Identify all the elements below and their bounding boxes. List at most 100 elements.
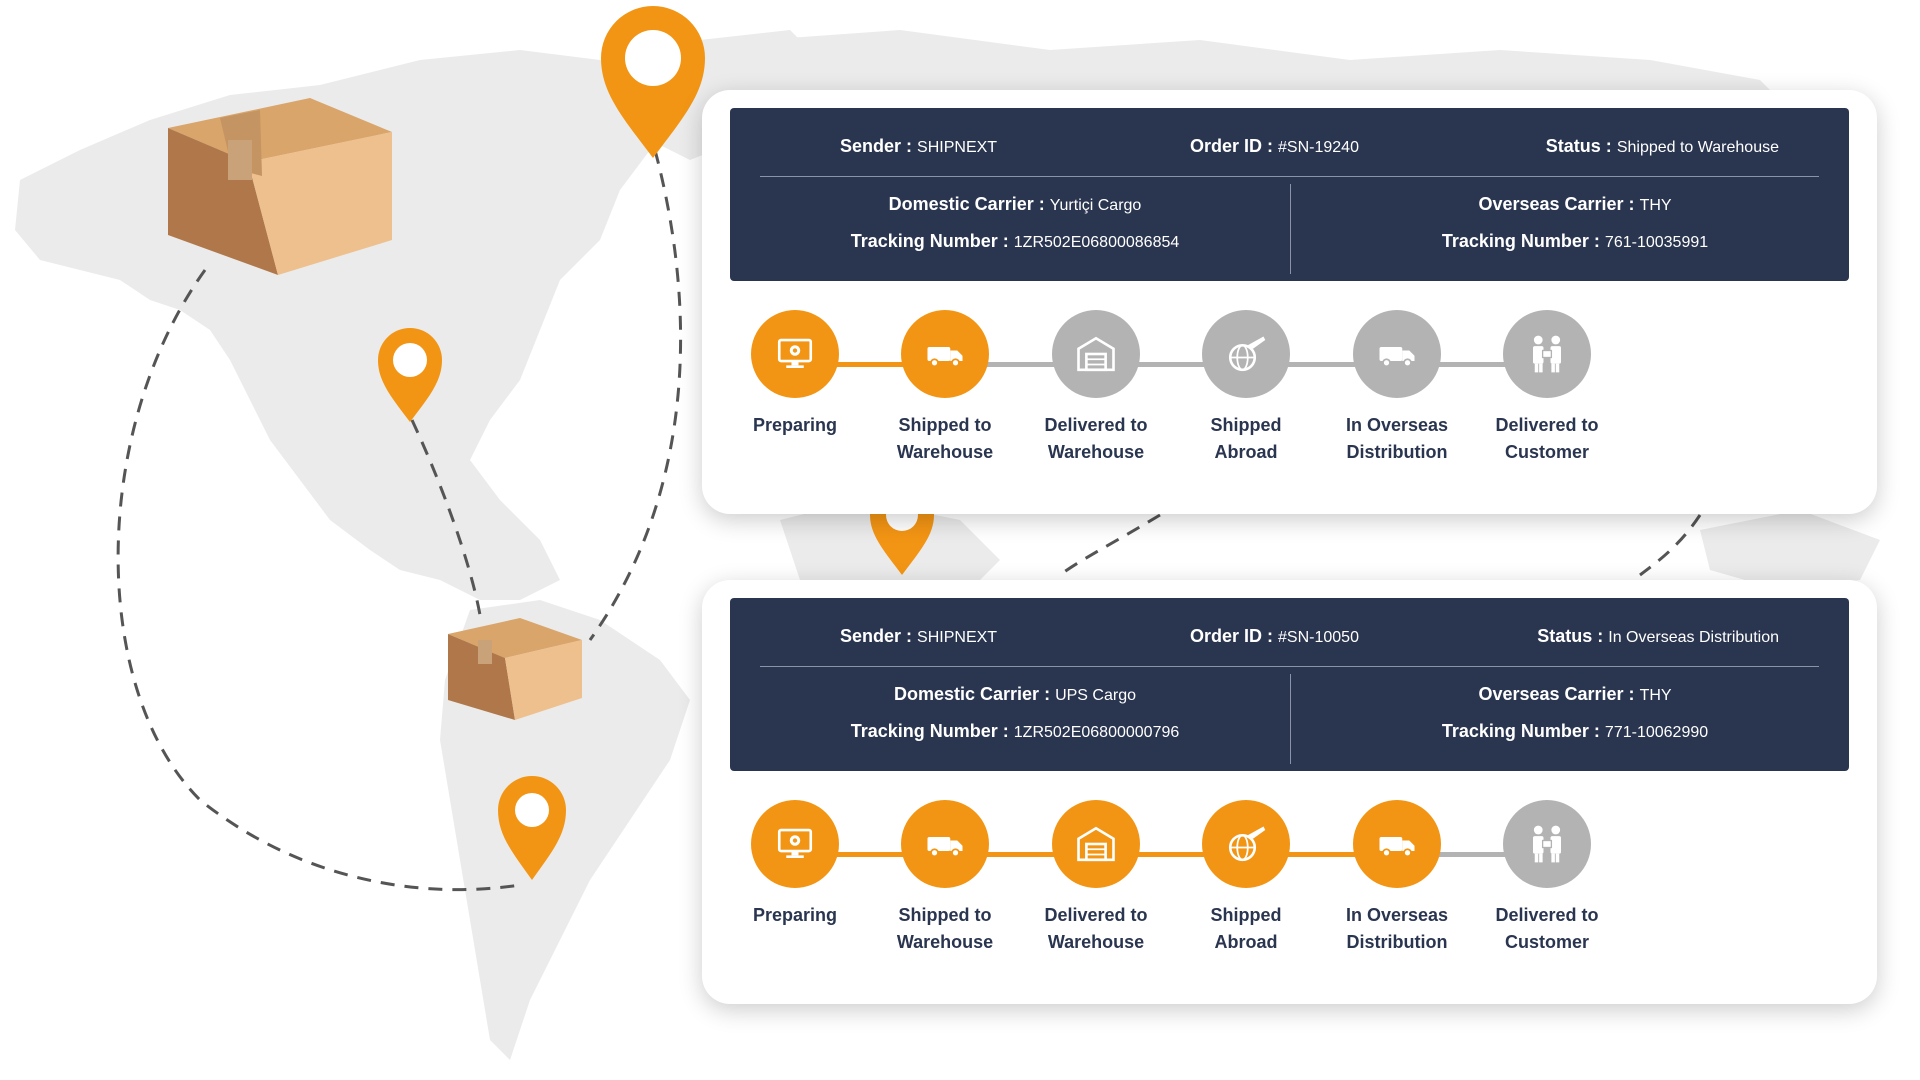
route-lines [116,149,1702,892]
order-id-value: #SN-19240 [1278,139,1359,156]
step-label: Preparing [710,412,880,439]
divider [1290,184,1291,274]
order-id-label: Order ID : [1190,626,1274,646]
order-info-panel: Sender : SHIPNEXT Order ID : #SN-19240 S… [730,108,1849,281]
progress-step: Shipped to Warehouse [860,800,1030,956]
truck-icon [927,347,963,368]
progress-connector [1427,852,1517,857]
route-line-inner [410,419,482,616]
order-info-panel: Sender : SHIPNEXT Order ID : #SN-10050 S… [730,598,1849,771]
step-label-line: Shipped [1210,415,1282,435]
truck-icon [1379,347,1415,368]
location-pin-icon [498,776,566,880]
order-id-label: Order ID : [1190,136,1274,156]
truck-icon [927,837,963,858]
progress-step: Preparing [710,800,880,929]
progress-connector [1126,362,1216,367]
step-label-line: Shipped to [898,905,992,925]
step-circle [1052,800,1140,888]
globe-plane-icon [1228,336,1266,372]
step-label-line: Warehouse [896,932,994,952]
progress-tracker: Preparing Shipped to Warehouse Delivered to… [702,800,1877,970]
progress-step: Delivered to Customer [1462,310,1632,466]
step-circle [901,800,989,888]
sender-label: Sender : [840,136,913,156]
overseas-carrier-label: Overseas Carrier : [1478,194,1635,214]
step-circle [901,310,989,398]
order-id-field: Order ID : #SN-19240 [1190,136,1359,157]
step-circle [1202,800,1290,888]
step-label: Preparing [710,902,880,929]
step-label: Shipped to Warehouse [860,902,1030,956]
step-label-line: Abroad [1214,442,1278,462]
tracking-number-label: Tracking Number : [1441,721,1600,741]
step-label-line: Delivered to [1044,415,1148,435]
route-line-outer [116,269,521,892]
status-value: Shipped to Warehouse [1616,139,1779,156]
step-label-line: In Overseas [1345,905,1449,925]
step-circle [1202,310,1290,398]
step-label-line: Distribution [1346,932,1448,952]
overseas-carrier-value: THY [1639,687,1672,704]
overseas-info: Overseas Carrier : THY Tracking Number :… [1305,192,1845,266]
step-label-line: Customer [1504,442,1589,462]
step-circle [1503,310,1591,398]
domestic-carrier-value: Yurtiçi Cargo [1049,197,1142,214]
globe-plane-icon [1228,826,1266,862]
domestic-info: Domestic Carrier : UPS Cargo Tracking Nu… [745,682,1285,756]
progress-connector [825,362,915,367]
overseas-carrier-label: Overseas Carrier : [1478,684,1635,704]
order-id-field: Order ID : #SN-10050 [1190,626,1359,647]
domestic-carrier-label: Domestic Carrier : [894,684,1051,704]
progress-connector [1276,852,1367,857]
package-box-icon [448,618,582,720]
status-field: Status : In Overseas Distribution [1537,626,1779,647]
warehouse-icon [1077,336,1115,372]
progress-step: Delivered to Customer [1462,800,1632,956]
step-label-line: Delivered to [1495,905,1599,925]
divider [1290,674,1291,764]
progress-step: Preparing [710,310,880,439]
progress-connector [1126,852,1216,857]
divider [760,176,1819,177]
domestic-tracking-value: 1ZR502E06800086854 [1013,234,1180,251]
monitor-gear-icon [777,828,813,858]
step-label-line: Warehouse [896,442,994,462]
status-field: Status : Shipped to Warehouse [1546,136,1779,157]
shipment-card-1: Sender : SHIPNEXT Order ID : #SN-19240 S… [702,90,1877,514]
package-box-icon [168,98,392,275]
progress-connector [1276,362,1367,367]
overseas-info: Overseas Carrier : THY Tracking Number :… [1305,682,1845,756]
step-circle [1353,800,1441,888]
status-label: Status : [1537,626,1604,646]
route-line-right [588,149,683,641]
step-label: Delivered to Customer [1462,902,1632,956]
progress-connector [1427,362,1517,367]
handover-icon [1533,825,1561,863]
step-circle [1503,800,1591,888]
sender-value: SHIPNEXT [917,629,998,646]
sender-field: Sender : SHIPNEXT [840,626,997,647]
progress-connector [975,362,1066,367]
status-label: Status : [1545,136,1612,156]
location-pin-icon [601,6,705,158]
sender-field: Sender : SHIPNEXT [840,136,997,157]
step-label-line: Delivered to [1495,415,1599,435]
overseas-carrier-value: THY [1639,197,1672,214]
progress-connector [825,852,915,857]
route-line-right-lower [1639,514,1702,577]
step-label-line: Customer [1504,932,1589,952]
order-id-value: #SN-10050 [1278,629,1359,646]
warehouse-icon [1077,826,1115,862]
sender-label: Sender : [840,626,913,646]
